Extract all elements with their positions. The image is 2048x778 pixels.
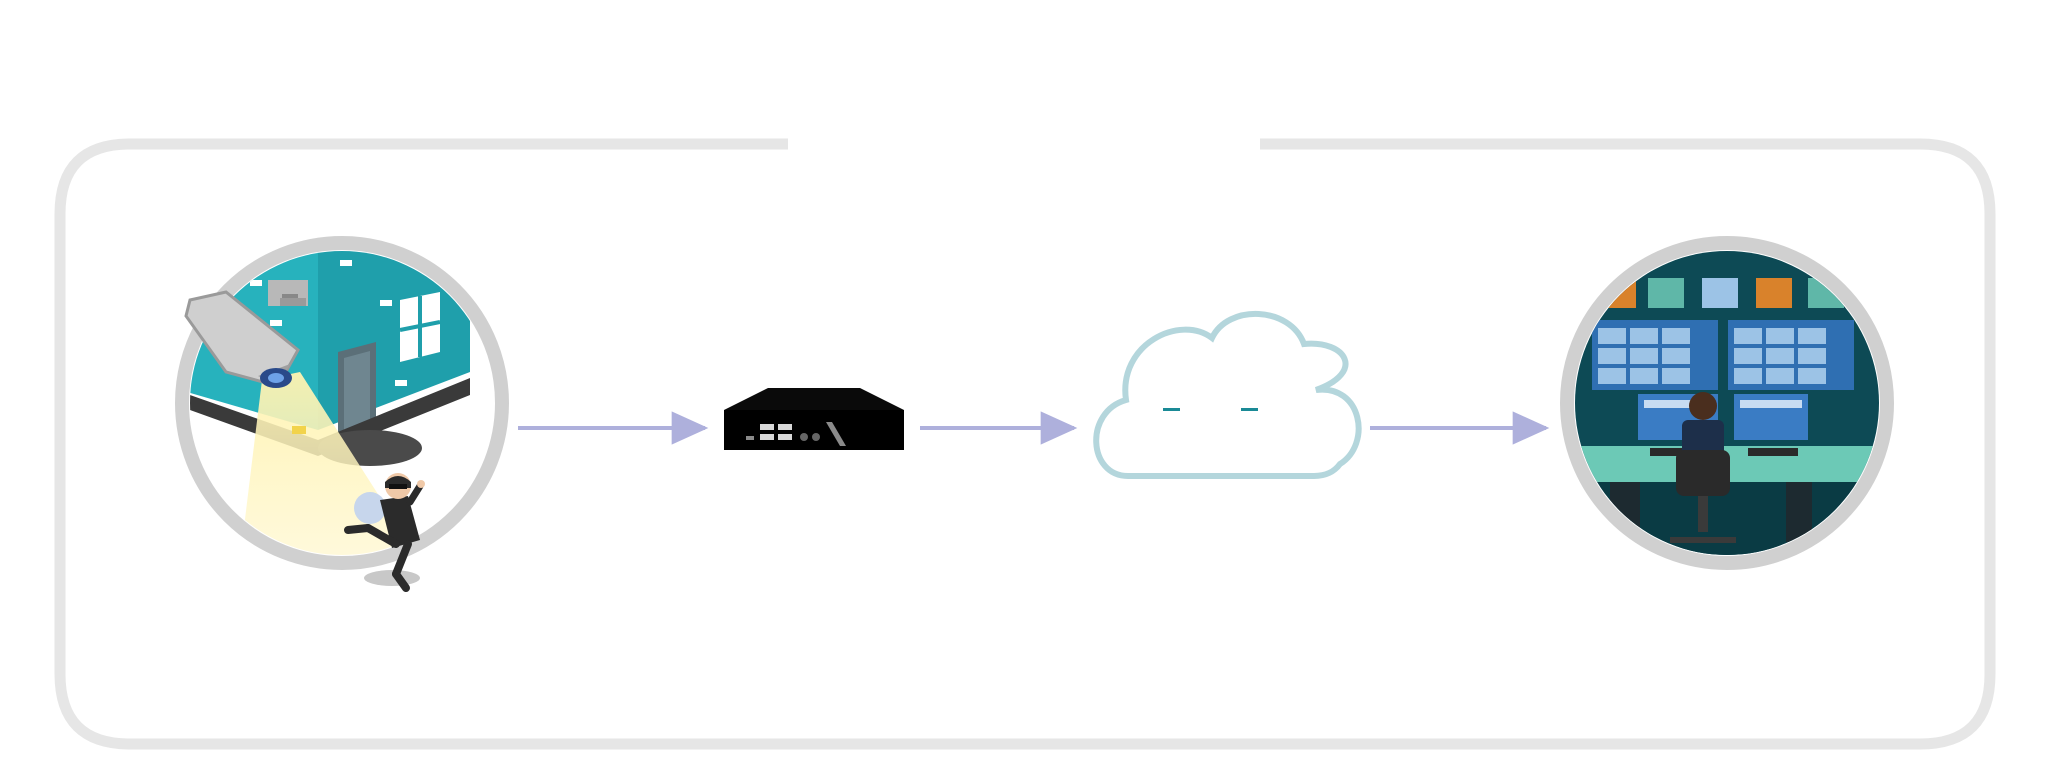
edge-device-node bbox=[724, 388, 904, 450]
edge-computing-box-icon bbox=[724, 388, 904, 450]
security-camera-icon bbox=[184, 280, 308, 388]
cloud-accent-left bbox=[1163, 408, 1180, 411]
monitoring-center-node bbox=[1560, 236, 1894, 570]
frame-border bbox=[54, 138, 1996, 750]
cloud-accent-right bbox=[1241, 408, 1258, 411]
site-node bbox=[175, 236, 509, 592]
cloud-icon bbox=[1093, 311, 1362, 479]
burglar-icon bbox=[344, 473, 425, 592]
cloud-node bbox=[1093, 311, 1362, 479]
